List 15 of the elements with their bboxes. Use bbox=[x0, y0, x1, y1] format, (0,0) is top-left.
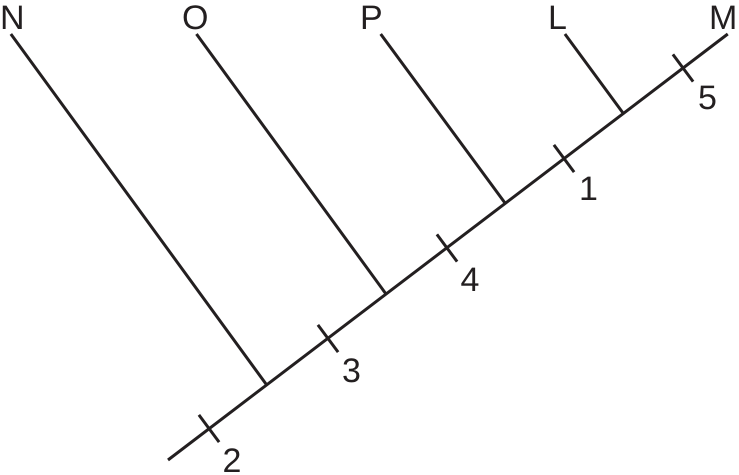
trunk-line bbox=[167, 32, 729, 462]
branch-line bbox=[379, 33, 506, 204]
branch-line bbox=[564, 33, 624, 114]
tick-number: 2 bbox=[222, 446, 242, 474]
tick-number: 3 bbox=[342, 357, 361, 385]
taxon-label: L bbox=[548, 4, 567, 32]
taxon-label: O bbox=[182, 4, 208, 32]
taxon-label: P bbox=[360, 4, 383, 32]
tick-number: 4 bbox=[460, 266, 480, 294]
tick-number: 5 bbox=[698, 84, 717, 112]
taxon-label: M bbox=[709, 4, 738, 32]
branch-line bbox=[10, 33, 268, 385]
taxon-label: N bbox=[0, 4, 25, 32]
branch-line bbox=[195, 33, 388, 295]
tick-number: 1 bbox=[579, 174, 598, 202]
